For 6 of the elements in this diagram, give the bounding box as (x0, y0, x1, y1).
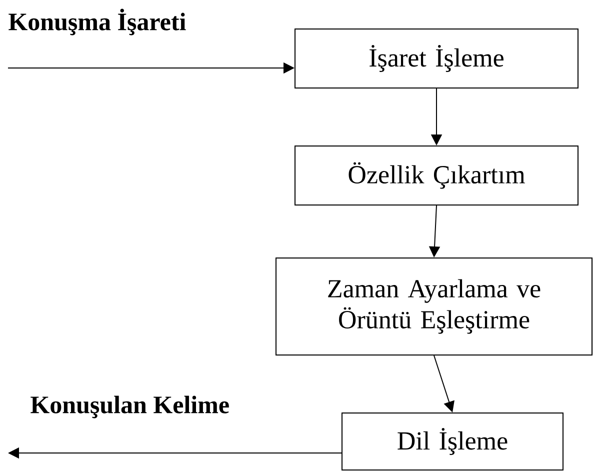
edge-label: Konuşulan Kelime (30, 396, 229, 418)
process-box: Zaman Ayarlama ve Örüntü Eşleştirme (276, 258, 593, 356)
process-box: Dil İşleme (342, 412, 564, 470)
edge-label: Konuşma İşareti (8, 8, 186, 36)
process-box: Özellik Çıkartım (294, 146, 578, 206)
process-box: İşaret İşleme (294, 28, 578, 88)
